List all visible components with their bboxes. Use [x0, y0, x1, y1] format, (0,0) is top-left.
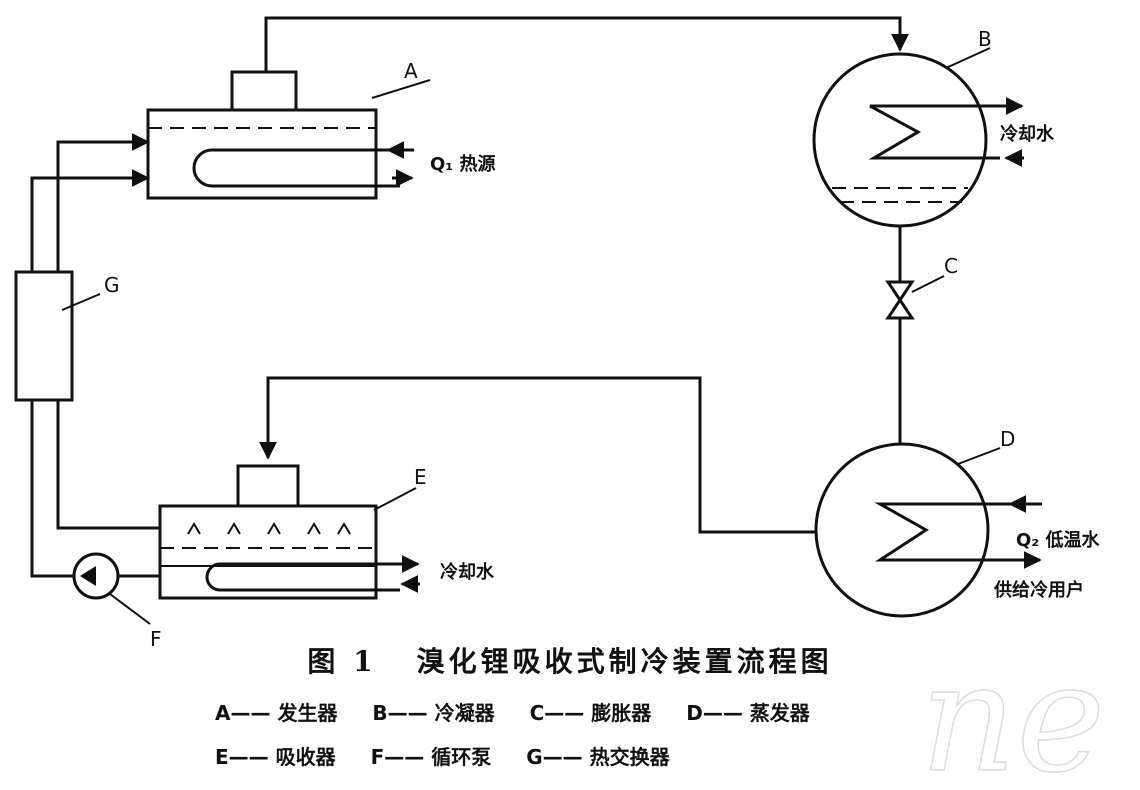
figure-caption: 图 1 溴化锂吸收式制冷装置流程图: [0, 640, 1140, 680]
legend-row-1: A—— 发生器 B—— 冷凝器 C—— 膨胀器 D—— 蒸发器: [215, 697, 838, 726]
expansion-valve-C: [885, 275, 945, 320]
legend-item: E—— 吸收器: [215, 745, 336, 769]
label-F: F: [150, 627, 162, 651]
weak-solution-to-generator: [30, 169, 150, 272]
label-E: E: [414, 465, 427, 489]
vapor-line-generator-to-condenser: [264, 16, 909, 72]
figure-number: 图 1: [307, 645, 377, 678]
absorber-cooling-water-label: 冷却水: [440, 561, 495, 583]
weak-solution-from-pump: [30, 400, 74, 578]
label-D: D: [1000, 427, 1015, 451]
legend-item: A—— 发生器: [215, 701, 338, 725]
strong-solution-to-absorber: [56, 400, 160, 530]
vapor-line-evaporator-to-absorber: [259, 376, 816, 534]
condenser-B: [812, 47, 1000, 228]
strong-solution-out-of-generator: [56, 133, 150, 272]
label-G: G: [104, 273, 120, 297]
legend-item: G—— 热交换器: [526, 745, 670, 769]
figure-title: 溴化锂吸收式制冷装置流程图: [416, 645, 833, 678]
legend-item: F—— 循环泵: [370, 745, 492, 769]
label-A: A: [404, 59, 418, 83]
label-B: B: [978, 27, 992, 51]
absorber-E: [158, 464, 417, 600]
evaporator-D: [814, 442, 1042, 618]
legend-item: C—— 膨胀器: [529, 701, 652, 725]
generator-A: [146, 70, 431, 200]
supply-to-user-label: 供给冷用户: [993, 579, 1084, 601]
pump-F: [72, 552, 151, 625]
label-C: C: [944, 254, 958, 278]
legend-item: B—— 冷凝器: [372, 701, 495, 725]
legend-row-2: E—— 吸收器 F—— 循环泵 G—— 热交换器: [215, 741, 698, 770]
legend-item: D—— 蒸发器: [686, 701, 810, 725]
watermark: ne: [920, 632, 1105, 790]
condenser-cooling-water-label: 冷却水: [1000, 123, 1055, 145]
q1-heat-source-label: Q₁ 热源: [430, 153, 495, 175]
q2-low-temp-water-label: Q₂ 低温水: [1016, 529, 1100, 551]
heat-exchanger-G: [14, 270, 101, 402]
